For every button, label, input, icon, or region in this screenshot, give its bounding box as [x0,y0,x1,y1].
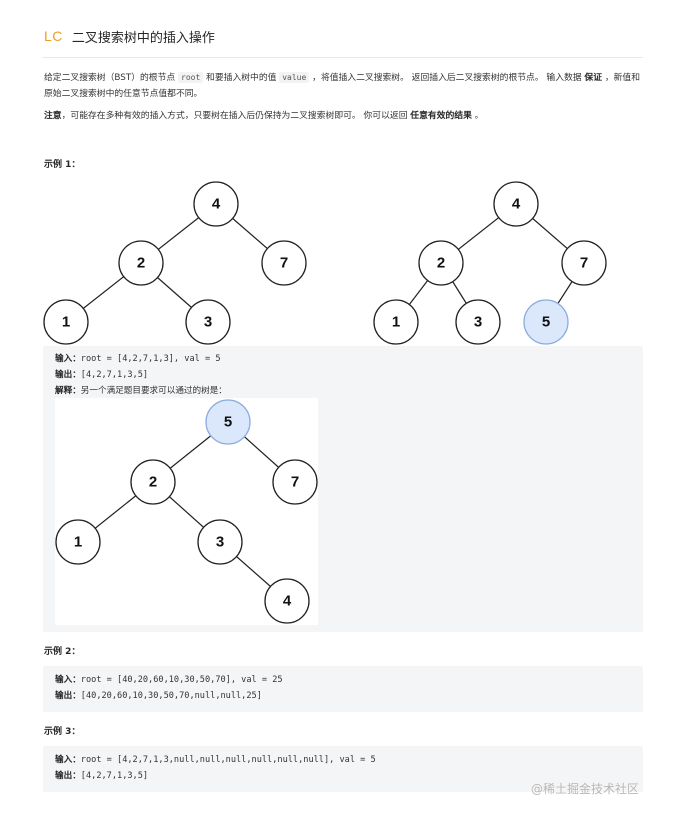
tree-node [373,299,419,345]
tree-alternate: 5 2 7 1 3 4 [55,399,318,624]
tree-node [561,240,607,286]
example-1-input: 输入：root = [4,2,7,1,3], val = 5 [55,354,221,364]
header: LC 二叉搜索树中的插入操作 [44,26,215,46]
tree-node [493,181,539,227]
alternate-tree-image: 5 2 7 1 3 4 [55,398,318,625]
tree-node [197,519,243,565]
tree-node [418,240,464,286]
tree-node [193,181,239,227]
problem-description: 给定二叉搜索树（BST）的根节点 root 和要插入树中的值 value ，将值… [44,72,641,99]
tree-node-label: 1 [392,314,400,331]
example-2-label: 示例 2： [44,647,81,657]
tree-inserted: 4 2 7 1 3 5 [373,181,607,345]
example-2-input: 输入：root = [40,20,60,10,30,50,70], val = … [55,675,283,685]
tree-node-label: 4 [283,593,292,610]
tree-node-label: 7 [580,255,588,272]
tree-node [43,299,89,345]
example-2-output: 输出：[40,20,60,10,30,50,70,null,null,25] [55,691,262,701]
tree-node-label: 2 [437,255,445,272]
tree-node-label: 1 [74,534,82,551]
page-title: 二叉搜索树中的插入操作 [71,30,215,46]
watermark: @稀土掘金技术社区 [531,782,640,796]
tree-original: 4 2 7 1 3 [43,181,307,345]
tree-node [55,519,101,565]
tree-node-label: 3 [474,314,482,331]
tree-node [455,299,501,345]
example-3-input: 输入：root = [4,2,7,1,3,null,null,null,null… [55,755,376,765]
tree-node-label: 1 [62,314,70,331]
header-divider [42,57,643,58]
example-1-explanation: 解释：另一个满足题目要求可以通过的树是： [55,386,227,396]
problem-note: 注意，可能存在多种有效的插入方式，只要树在插入后仍保持为二叉搜索树即可。 你可以… [44,111,484,121]
example-1-label: 示例 1： [44,160,81,170]
tree-node-label: 2 [149,474,157,491]
example-2-code: 输入：root = [40,20,60,10,30,50,70], val = … [43,666,643,712]
tree-node-label: 5 [542,314,550,331]
tree-node-label: 4 [512,196,521,213]
leetcode-logo: LC [44,28,63,44]
tree-node [130,459,176,505]
code-root: root [178,72,204,83]
tree-node-label: 2 [137,255,145,272]
example-3-label: 示例 3： [44,727,81,737]
example-1-trees: 4 2 7 1 3 4 2 7 1 3 5 [43,181,607,345]
tree-node-inserted [523,299,569,345]
tree-node-label: 3 [216,534,224,551]
tree-node-label: 3 [204,314,212,331]
tree-node [272,459,318,505]
tree-node-label: 7 [291,474,299,491]
tree-node-label: 5 [224,414,232,431]
tree-node [261,240,307,286]
tree-node-label: 4 [212,196,221,213]
tree-node [118,240,164,286]
tree-node-inserted [205,399,251,445]
example-3-code: 输入：root = [4,2,7,1,3,null,null,null,null… [43,746,643,792]
example-1-output: 输出：[4,2,7,1,3,5] [55,370,149,380]
code-value: value [279,72,310,83]
tree-node-label: 7 [280,255,288,272]
example-3-output: 输出：[4,2,7,1,3,5] [55,771,149,781]
tree-node [264,578,310,624]
example-1-code: 输入：root = [4,2,7,1,3], val = 5 输出：[4,2,7… [43,346,643,632]
tree-node [185,299,231,345]
